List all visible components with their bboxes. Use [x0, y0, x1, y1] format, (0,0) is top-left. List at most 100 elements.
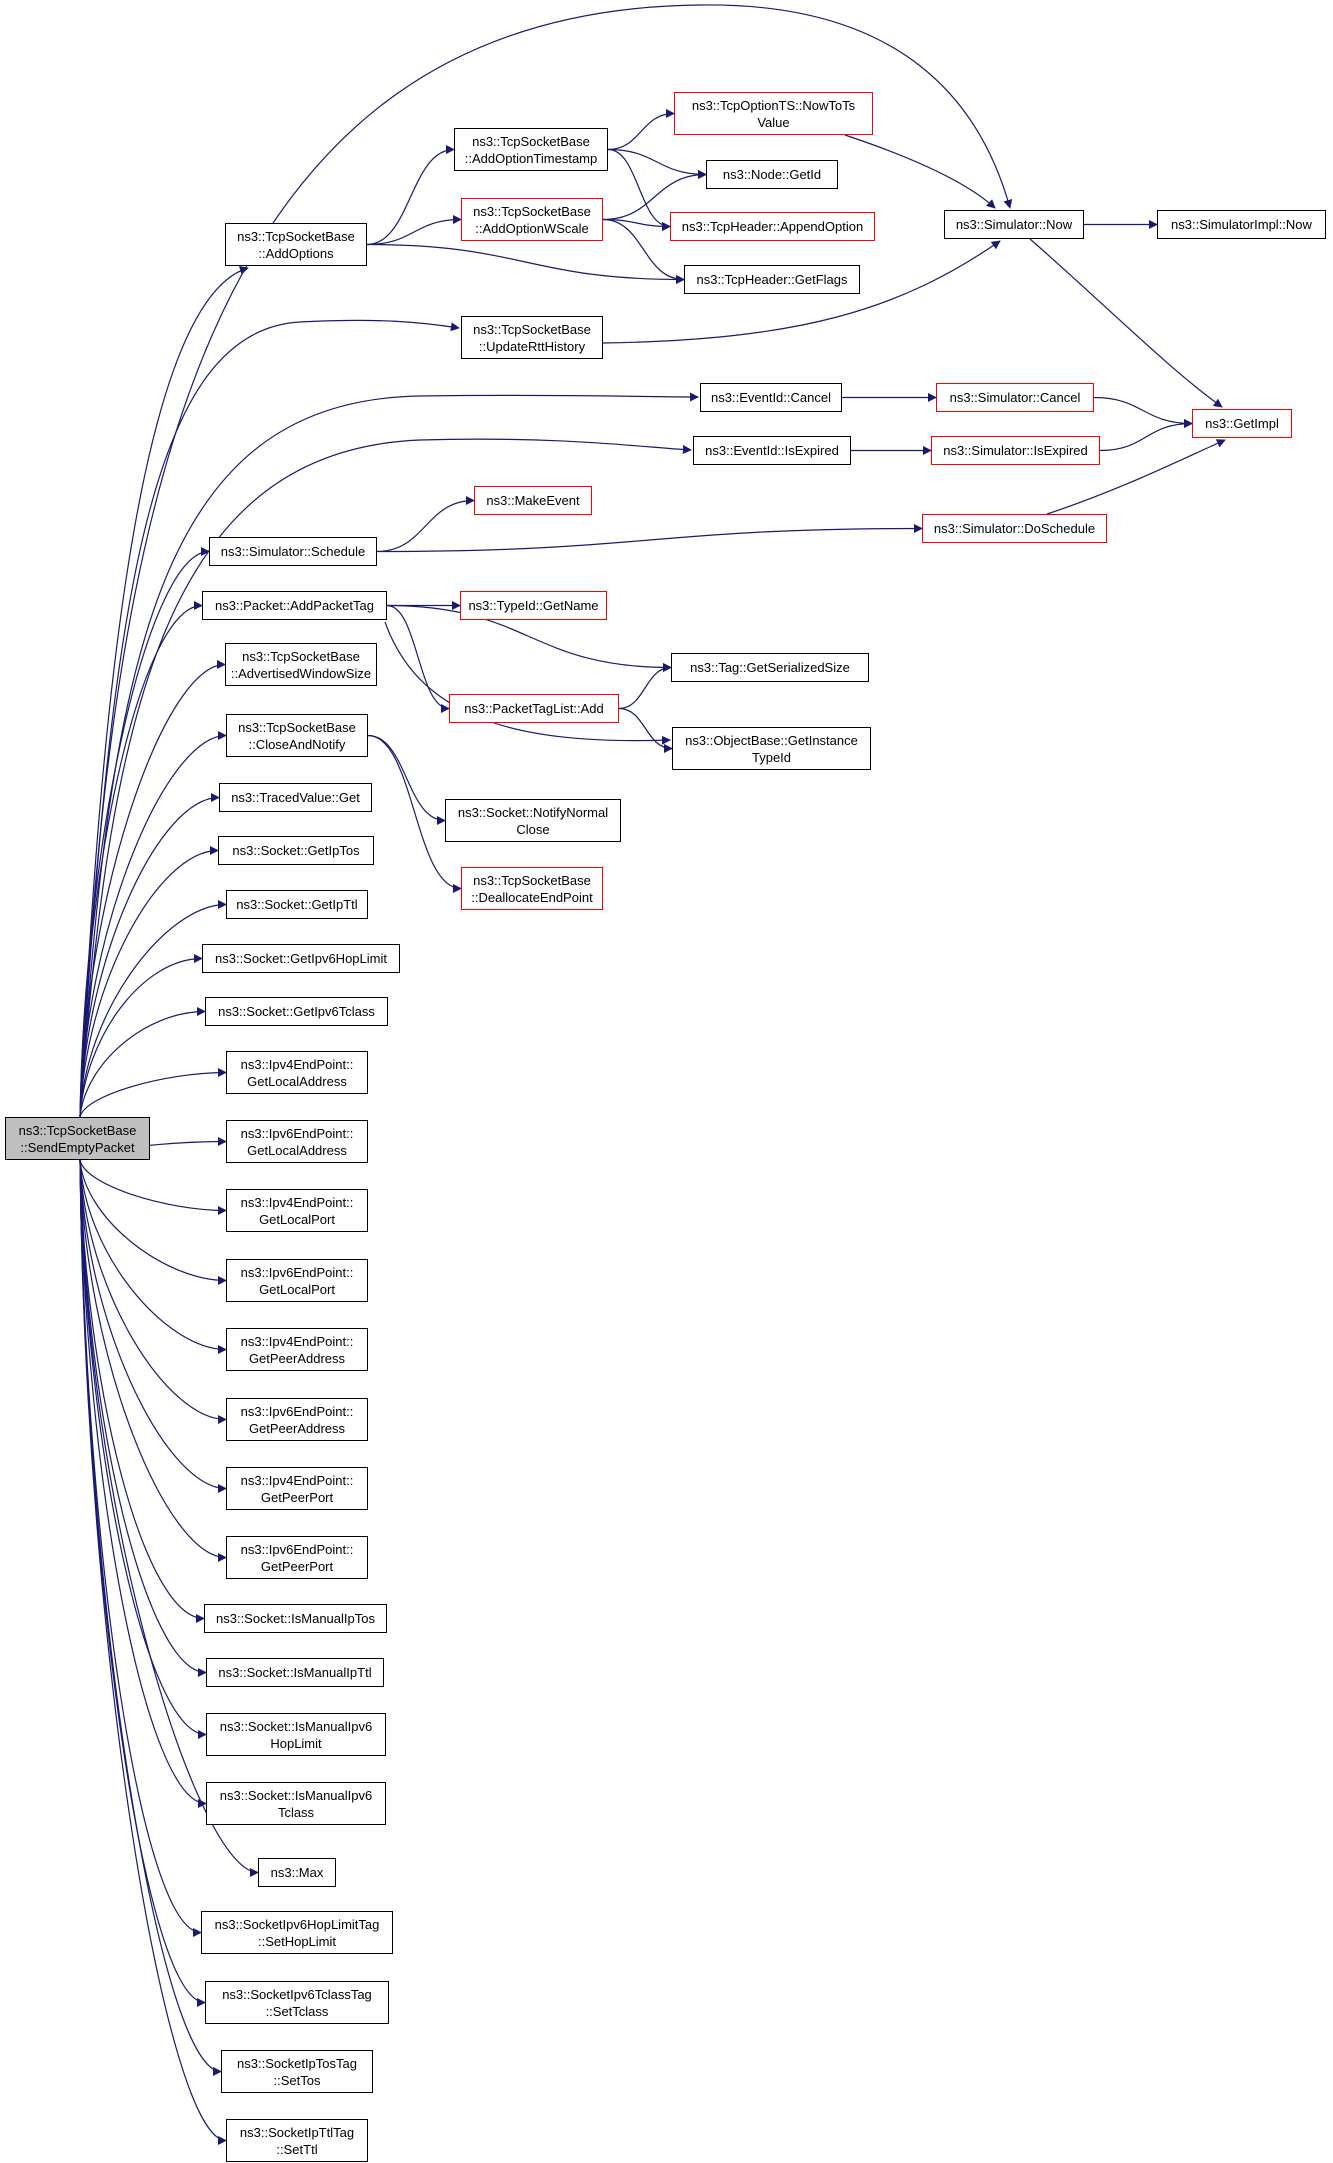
node-label-line: ns3::ObjectBase::GetInstance — [685, 732, 858, 748]
node-update-rtt[interactable]: ns3::TcpSocketBase::UpdateRttHistory — [461, 316, 603, 359]
edge-root-to-tracedGet — [79, 793, 220, 1118]
node-label-line: ns3::Simulator::Now — [955, 217, 1073, 232]
node-is-man-tos[interactable]: ns3::Socket::IsManualIpTos — [204, 1604, 387, 1633]
node-label-line: ::CloseAndNotify — [248, 736, 346, 752]
node-label-line: ns3::TcpSocketBase — [18, 1122, 137, 1138]
node-do-schedule[interactable]: ns3::Simulator::DoSchedule — [922, 514, 1107, 543]
node-max[interactable]: ns3::Max — [258, 1858, 336, 1887]
node-add-opt-ts[interactable]: ns3::TcpSocketBase::AddOptionTimestamp — [454, 128, 608, 171]
node-label-line: ns3::GetImpl — [1205, 416, 1279, 431]
node-root[interactable]: ns3::TcpSocketBase::SendEmptyPacket — [5, 1117, 150, 1160]
node-traced-get[interactable]: ns3::TracedValue::Get — [219, 783, 372, 812]
node-label-line: ns3::Socket::IsManualIpv6 — [219, 1718, 373, 1734]
node-tag-ser-size[interactable]: ns3::Tag::GetSerializedSize — [671, 653, 869, 682]
node-label-line: GetLocalPort — [259, 1281, 335, 1297]
node-label-line: ::UpdateRttHistory — [478, 338, 586, 354]
node-label-line: ns3::TcpSocketBase — [473, 321, 591, 337]
node-get-ip-ttl[interactable]: ns3::Socket::GetIpTtl — [226, 890, 368, 919]
node-label-line: ::SetTclass — [265, 2003, 329, 2019]
node-label-line: ns3::TcpSocketBase — [473, 203, 591, 219]
node-sim-impl-now[interactable]: ns3::SimulatorImpl::Now — [1157, 210, 1326, 239]
node-label-line: ns3::Socket::IsManualIpv6 — [219, 1787, 373, 1803]
node-add-opt-ws[interactable]: ns3::TcpSocketBase::AddOptionWScale — [461, 198, 603, 241]
node-ip6-peer-addr[interactable]: ns3::Ipv6EndPoint::GetPeerAddress — [226, 1398, 368, 1441]
node-label-line: ns3::TcpSocketBase — [473, 872, 591, 888]
node-label-line: ns3::Packet::AddPacketTag — [215, 598, 374, 613]
node-ip4-peer-addr[interactable]: ns3::Ipv4EndPoint::GetPeerAddress — [226, 1328, 368, 1371]
node-get-hop-limit[interactable]: ns3::Socket::GetIpv6HopLimit — [202, 944, 400, 973]
node-label-line: ns3::Max — [270, 1865, 324, 1880]
node-adv-win[interactable]: ns3::TcpSocketBase::AdvertisedWindowSize — [225, 643, 377, 686]
edge-root-to-evCancel — [79, 392, 699, 1118]
node-sim-is-expired[interactable]: ns3::Simulator::IsExpired — [931, 436, 1100, 465]
node-get-ip-tos[interactable]: ns3::Socket::GetIpTos — [218, 836, 374, 865]
node-label-line: ::SetTtl — [276, 2141, 318, 2157]
node-label-line: ns3::TcpSocketBase — [237, 228, 355, 244]
node-node-get-id[interactable]: ns3::Node::GetId — [706, 160, 838, 189]
edge-root-to-evIsExpired — [79, 438, 692, 1118]
edge-ptlAdd-to-tagSerSize — [618, 663, 672, 710]
node-append-opt[interactable]: ns3::TcpHeader::AppendOption — [670, 212, 875, 241]
node-label-line: ns3::Ipv4EndPoint:: — [240, 1194, 354, 1210]
edge-closeNotify-to-deallocEp — [367, 734, 462, 893]
node-make-event[interactable]: ns3::MakeEvent — [474, 486, 592, 515]
node-get-impl[interactable]: ns3::GetImpl — [1192, 409, 1292, 438]
node-set-tclass[interactable]: ns3::SocketIpv6TclassTag::SetTclass — [205, 1981, 389, 2024]
node-ip4-peer-port[interactable]: ns3::Ipv4EndPoint::GetPeerPort — [226, 1467, 368, 1510]
node-sim-now[interactable]: ns3::Simulator::Now — [944, 210, 1084, 239]
edge-root-to-isManTos — [79, 1159, 205, 1623]
edge-root-to-max — [79, 1159, 259, 1877]
node-label-line: ns3::Socket::IsManualIpTtl — [218, 1665, 372, 1680]
node-label-line: ns3::Ipv6EndPoint:: — [240, 1541, 354, 1557]
edge-root-to-ip4PeerPort — [79, 1159, 227, 1493]
node-set-hop-limit[interactable]: ns3::SocketIpv6HopLimitTag::SetHopLimit — [201, 1911, 393, 1954]
edge-addOptWs-to-appendOpt — [602, 218, 671, 231]
node-ev-is-expired[interactable]: ns3::EventId::IsExpired — [693, 436, 851, 465]
node-label-line: GetPeerAddress — [248, 1350, 346, 1366]
node-label-line: ns3::Socket::GetIpv6Tclass — [218, 1004, 375, 1019]
node-type-get-name[interactable]: ns3::TypeId::GetName — [460, 591, 607, 620]
node-ip4-local-port[interactable]: ns3::Ipv4EndPoint::GetLocalPort — [226, 1189, 368, 1232]
node-add-options[interactable]: ns3::TcpSocketBase::AddOptions — [225, 223, 367, 266]
edge-closeNotify-to-notifyClose — [367, 734, 446, 825]
node-close-notify[interactable]: ns3::TcpSocketBase::CloseAndNotify — [226, 714, 368, 757]
edge-root-to-addOptions — [79, 266, 249, 1118]
node-ip6-local-addr[interactable]: ns3::Ipv6EndPoint::GetLocalAddress — [226, 1120, 368, 1163]
node-label-line: GetPeerPort — [260, 1558, 334, 1574]
node-set-tos[interactable]: ns3::SocketIpTosTag::SetTos — [221, 2050, 373, 2093]
node-label-line: ns3::Simulator::Cancel — [949, 390, 1081, 405]
node-ptl-add[interactable]: ns3::PacketTagList::Add — [449, 694, 619, 723]
node-label-line: ns3::SocketIpv6HopLimitTag — [214, 1916, 380, 1932]
node-get-tclass[interactable]: ns3::Socket::GetIpv6Tclass — [205, 997, 388, 1026]
node-label-line: ::SetHopLimit — [257, 1933, 337, 1949]
node-get-flags[interactable]: ns3::TcpHeader::GetFlags — [684, 265, 860, 294]
node-schedule[interactable]: ns3::Simulator::Schedule — [209, 537, 377, 566]
node-dealloc-ep[interactable]: ns3::TcpSocketBase::DeallocateEndPoint — [461, 867, 603, 910]
node-set-ttl[interactable]: ns3::SocketIpTtlTag::SetTtl — [226, 2119, 368, 2162]
node-ip6-local-port[interactable]: ns3::Ipv6EndPoint::GetLocalPort — [226, 1259, 368, 1302]
node-label-line: ns3::TcpSocketBase — [238, 719, 356, 735]
node-label-line: ns3::TcpSocketBase — [472, 133, 590, 149]
node-add-packet-tag[interactable]: ns3::Packet::AddPacketTag — [202, 591, 387, 620]
node-label-line: ns3::Socket::IsManualIpTos — [216, 1611, 375, 1626]
node-ev-cancel[interactable]: ns3::EventId::Cancel — [700, 383, 842, 412]
edge-root-to-simNow — [79, 4, 1013, 1118]
node-label-line: ns3::PacketTagList::Add — [464, 701, 604, 716]
node-ip4-local-addr[interactable]: ns3::Ipv4EndPoint::GetLocalAddress — [226, 1051, 368, 1094]
edge-root-to-isManTclass — [79, 1159, 207, 1808]
edge-simNow-to-getImpl — [1029, 238, 1223, 408]
node-ip6-peer-port[interactable]: ns3::Ipv6EndPoint::GetPeerPort — [226, 1536, 368, 1579]
node-label-line: Close — [516, 821, 550, 837]
edge-addPacketTag-to-ptlAdd — [386, 604, 450, 713]
edge-root-to-ip4LocalPort — [79, 1159, 227, 1215]
node-label-line: ns3::SocketIpTosTag — [237, 2055, 357, 2071]
node-sim-cancel[interactable]: ns3::Simulator::Cancel — [936, 383, 1094, 412]
node-is-man-ttl[interactable]: ns3::Socket::IsManualIpTtl — [206, 1658, 384, 1687]
